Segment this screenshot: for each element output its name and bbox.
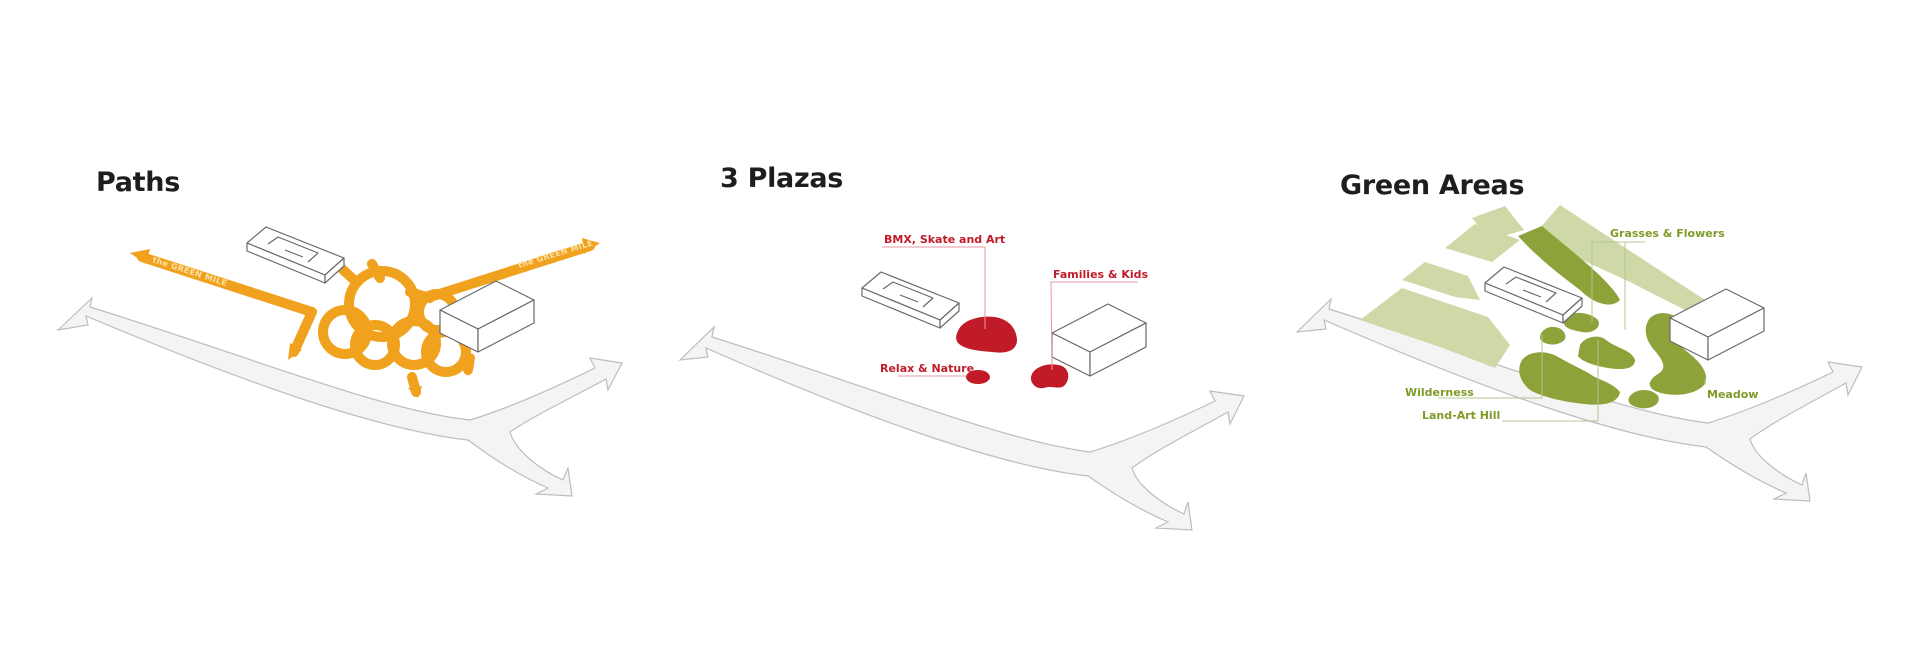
leader-lines: [1438, 241, 1706, 422]
meadow-area: [1645, 313, 1707, 395]
plazas-diagram: BMX, Skate and Art Families & Kids Relax…: [678, 233, 1245, 531]
plaza-families: [1030, 364, 1069, 389]
label-grasses: Grasses & Flowers: [1610, 227, 1725, 240]
building-small: [1484, 266, 1583, 324]
plaza-bmx: [956, 316, 1017, 353]
green-mile-label-left: the GREEN MILE: [151, 255, 228, 288]
label-wilderness: Wilderness: [1405, 386, 1474, 399]
building-large: [1051, 303, 1147, 377]
meadow-areas: [1518, 226, 1707, 409]
building-small: [861, 271, 960, 329]
label-meadow: Meadow: [1707, 388, 1758, 401]
green-areas-diagram: Grasses & Flowers Wilderness Land-Art Hi…: [1295, 205, 1863, 502]
paths-diagram: the GREEN MILE the GREEN MILE: [56, 226, 623, 497]
path-network: [137, 241, 595, 397]
panel-title-plazas: 3 Plazas: [720, 163, 844, 194]
leader-lines: [882, 246, 1138, 377]
building-large: [439, 280, 535, 353]
field-left: [1360, 288, 1510, 368]
label-relax: Relax & Nature: [880, 362, 974, 375]
grass-strip: [1518, 226, 1620, 305]
landart-hill: [1578, 336, 1635, 370]
panel-paths: Paths the GREEN MILE: [0, 0, 640, 669]
label-families: Families & Kids: [1053, 268, 1148, 281]
panel-title-paths: Paths: [96, 167, 180, 198]
wilderness-area: [1519, 352, 1620, 405]
plaza-relax: [966, 370, 990, 384]
panel-green-areas: Green Areas: [1280, 0, 1920, 669]
grass-fields: [1360, 205, 1705, 368]
blob-right: [1628, 390, 1659, 409]
label-landart: Land-Art Hill: [1422, 409, 1500, 422]
path-arrowheads: [130, 238, 600, 398]
road: [56, 296, 623, 497]
road: [678, 325, 1245, 531]
building-large: [1669, 288, 1765, 361]
blob-mid: [1563, 312, 1599, 333]
panel-plazas: 3 Plazas BMX, Skate and Art Families & K…: [640, 0, 1280, 669]
field-mid-left: [1402, 262, 1480, 300]
blob-left: [1540, 326, 1566, 345]
panel-title-green-areas: Green Areas: [1340, 170, 1525, 201]
green-mile-label-right: the GREEN MILE: [517, 239, 594, 270]
field-top: [1532, 205, 1705, 310]
building-small: [246, 226, 345, 284]
field-top-small: [1472, 206, 1524, 240]
label-bmx: BMX, Skate and Art: [884, 233, 1005, 246]
